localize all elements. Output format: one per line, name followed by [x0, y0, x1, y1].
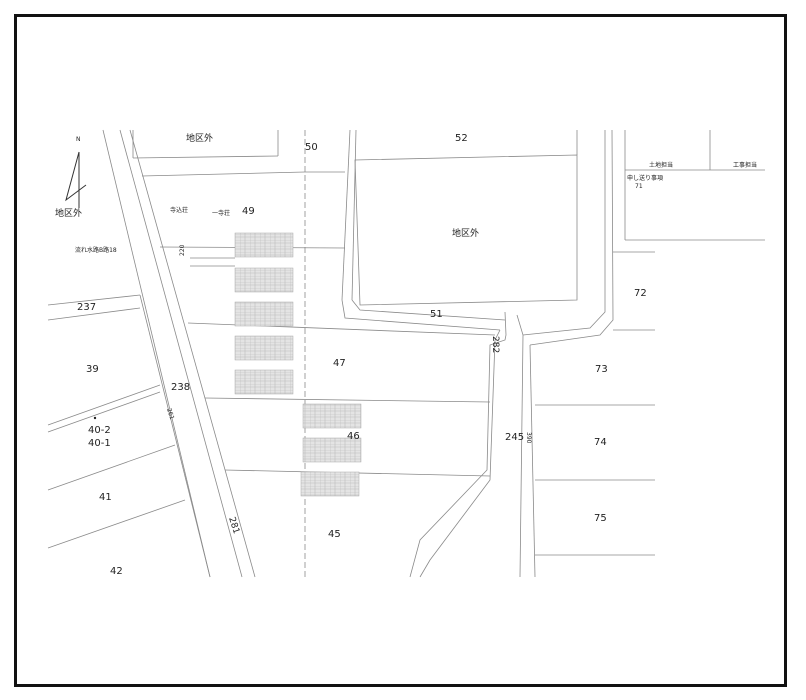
lot-49: 49	[242, 206, 255, 217]
compass-north: N	[76, 136, 81, 143]
road-390: 390	[525, 432, 532, 444]
north-arrow-icon	[65, 151, 87, 208]
lot-45: 45	[328, 529, 341, 540]
note-construction-staff: 工事担当	[733, 161, 757, 169]
lot-41: 41	[99, 492, 112, 503]
label-outside-center: 地区外	[452, 227, 479, 239]
lot-75: 75	[594, 513, 607, 524]
label-outside-top: 地区外	[186, 132, 213, 144]
lot-42: 42	[110, 566, 123, 577]
note-land-staff: 土地担当	[649, 161, 673, 169]
lot-47: 47	[333, 358, 346, 369]
lot-237: 237	[77, 302, 96, 313]
lot-238: 238	[171, 382, 190, 393]
lot-46: 46	[347, 431, 360, 442]
map-frame	[14, 14, 787, 687]
lot-40-2: 40-2	[88, 425, 111, 436]
note-handover-ref: 71	[635, 183, 643, 190]
lot-50: 50	[305, 142, 318, 153]
road-261: 261	[165, 407, 175, 420]
lot-73: 73	[595, 364, 608, 375]
lot-72: 72	[634, 288, 647, 299]
lot-245: 245	[505, 432, 524, 443]
lot-52: 52	[455, 133, 468, 144]
lot-74: 74	[594, 437, 607, 448]
label-outside-left: 地区外	[55, 207, 82, 219]
note-building-b: 一寺荘	[212, 209, 230, 217]
note-waterway: 流れ水路B路18	[75, 246, 117, 254]
lot-40-1: 40-1	[88, 438, 111, 449]
road-282: 282	[490, 336, 500, 353]
note-handover: 申し送り事項	[627, 174, 663, 182]
survey-marker	[93, 416, 97, 420]
lot-51: 51	[430, 309, 443, 320]
note-building-a: 寺込荘	[170, 206, 188, 214]
road-220: 220	[179, 244, 186, 256]
hatched-parcels	[234, 232, 362, 497]
lot-39: 39	[86, 364, 99, 375]
